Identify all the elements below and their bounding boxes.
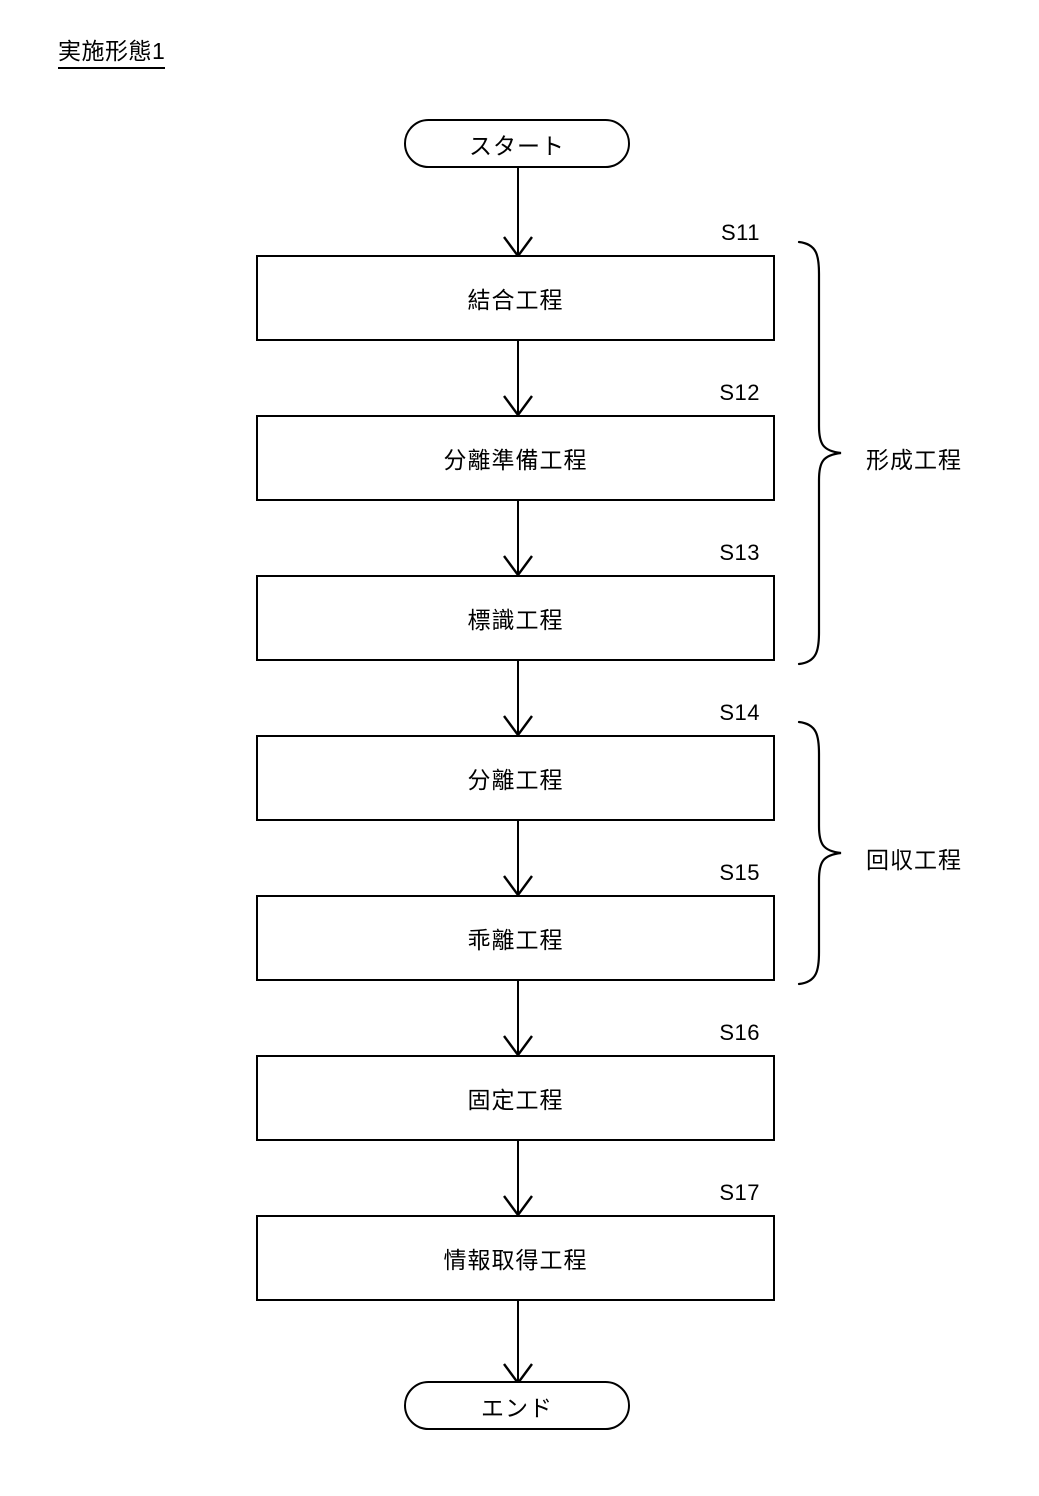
process-box-s17: 情報取得工程	[256, 1215, 775, 1301]
process-box-s17-label: 情報取得工程	[443, 1247, 588, 1273]
node-start-label: スタート	[469, 132, 565, 159]
step-id-s11: S11	[720, 220, 760, 245]
step-id-s16: S16	[719, 1020, 760, 1045]
step-id-s14: S14	[719, 700, 760, 725]
group-label-recovery: 回収工程	[866, 847, 962, 873]
process-box-s16-label: 固定工程	[467, 1087, 564, 1113]
node-start: スタート	[404, 119, 630, 168]
step-id-s17: S17	[719, 1180, 760, 1205]
step-id-s12: S12	[719, 380, 760, 405]
connector-s11-to-s12	[503, 339, 533, 418]
step-id-s13: S13	[719, 540, 760, 565]
connector-s13-to-s14	[503, 659, 533, 738]
process-box-s15: 乖離工程	[256, 895, 775, 981]
process-box-s15-label: 乖離工程	[467, 927, 564, 953]
connector-s14-to-s15	[503, 819, 533, 898]
node-end: エンド	[404, 1381, 630, 1430]
step-id-s15: S15	[719, 860, 760, 885]
process-box-s11-label: 結合工程	[467, 287, 564, 313]
connector-s12-to-s13	[503, 499, 533, 578]
process-box-s16: 固定工程	[256, 1055, 775, 1141]
process-box-s11: 結合工程	[256, 255, 775, 341]
process-box-s14-label: 分離工程	[467, 767, 564, 793]
connector-start-to-s11	[503, 166, 533, 259]
group-brace-recovery	[797, 720, 842, 986]
node-end-label: エンド	[481, 1394, 553, 1421]
connector-s15-to-s16	[503, 979, 533, 1058]
process-box-s13-label: 標識工程	[467, 607, 564, 633]
group-brace-formation	[797, 240, 842, 666]
process-box-s13: 標識工程	[256, 575, 775, 661]
process-box-s12: 分離準備工程	[256, 415, 775, 501]
connector-s16-to-s17	[503, 1139, 533, 1218]
process-box-s12-label: 分離準備工程	[443, 447, 588, 473]
connector-s17-to-end	[503, 1299, 533, 1386]
figure-title: 実施形態1	[58, 36, 166, 69]
process-box-s14: 分離工程	[256, 735, 775, 821]
group-label-formation: 形成工程	[866, 447, 962, 473]
